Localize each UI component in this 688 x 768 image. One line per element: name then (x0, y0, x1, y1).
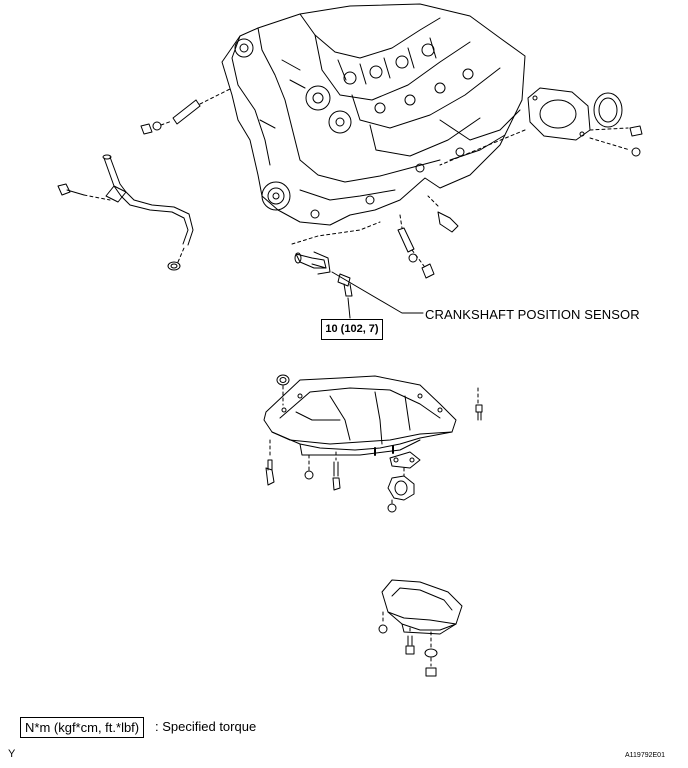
sensor-bolt (337, 273, 353, 297)
sensor-callout-leader (291, 221, 424, 319)
legend-unit-box: N*m (kgf*cm, ft.*lbf) (20, 717, 145, 738)
engine-stud-bolt (172, 87, 233, 125)
legend-description: : Specified torque (155, 719, 257, 734)
crankshaft-position-sensor (294, 251, 331, 275)
oil-seal-retainer (527, 87, 591, 141)
rear-oil-seal (593, 92, 623, 128)
oil-pan-no1 (263, 375, 457, 456)
corner-mark: Y (8, 748, 16, 760)
retainer-bolts (439, 125, 643, 166)
oil-pan-no2 (381, 579, 463, 635)
oil-strainer-gasket (389, 451, 421, 469)
crankshaft-position-sensor-label: CRANKSHAFT POSITION SENSOR (425, 307, 640, 322)
gauge-guide-o-ring (167, 247, 185, 271)
oil-level-gauge-guide (102, 154, 194, 246)
engine-block (221, 3, 526, 226)
oil-strainer (387, 467, 415, 513)
oil-pan-bolts (265, 387, 483, 491)
oil-pan-o-ring (276, 374, 290, 406)
torque-spec-box: 10 (102, 7) (321, 319, 383, 340)
figure-code: A119792E01 (625, 752, 665, 759)
block-lower-fittings (397, 195, 459, 279)
gauge-guide-bolt (57, 183, 111, 201)
small-bolt-upper-left (140, 120, 173, 135)
oil-pan-no2-fasteners (378, 611, 438, 677)
